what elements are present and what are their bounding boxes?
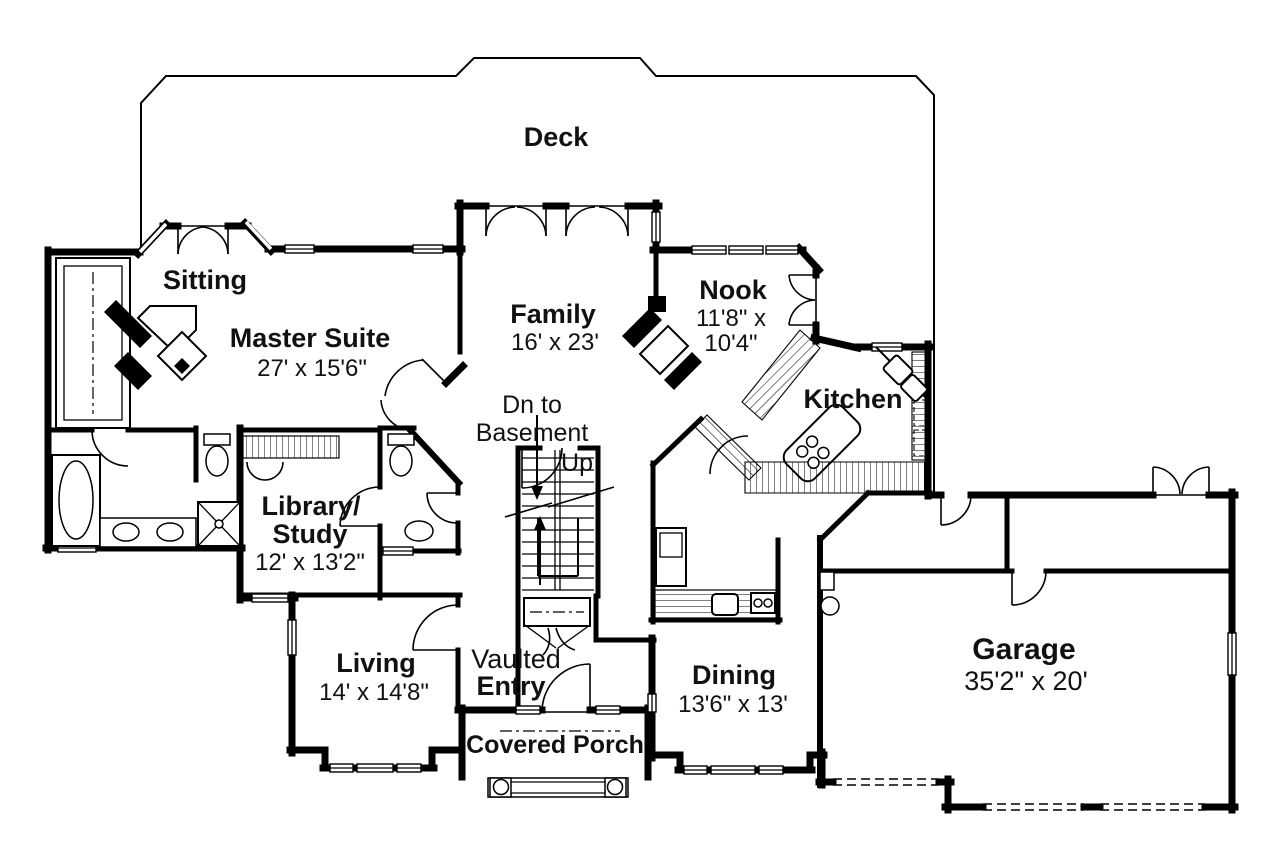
garage-door-3 xyxy=(833,778,939,786)
library-closet xyxy=(242,435,340,481)
laundry-counter xyxy=(654,589,779,619)
master-fireplace xyxy=(104,300,208,390)
interior-walls xyxy=(45,246,1235,788)
corner-sink xyxy=(875,346,929,402)
hall-door xyxy=(940,494,972,526)
family-fireplace xyxy=(622,296,702,390)
pantry-laundry xyxy=(654,414,779,619)
label-library-dims: 12' x 13'2" xyxy=(255,549,365,576)
staircase xyxy=(504,415,615,627)
kitchen-island xyxy=(782,403,862,483)
up-arrow xyxy=(534,516,546,585)
garage-details xyxy=(819,571,840,616)
utility-box xyxy=(819,571,835,591)
refrigerator xyxy=(655,527,687,587)
front-door xyxy=(541,663,591,713)
label-entry2: Entry xyxy=(476,671,545,701)
window-nook-band xyxy=(691,245,799,255)
family-deck-doors xyxy=(485,205,629,237)
window-master-2 xyxy=(412,244,444,254)
down-arrow xyxy=(531,415,543,500)
label-library1: Library/ xyxy=(261,491,361,521)
porch-column-right xyxy=(606,778,624,796)
shower xyxy=(197,501,241,547)
label-sitting: Sitting xyxy=(163,265,247,295)
garage-doors xyxy=(833,778,1205,811)
sidelite-right xyxy=(595,705,621,715)
label-dining: Dining xyxy=(692,660,776,690)
master-entry-doors xyxy=(380,358,447,431)
windows-dining-bay xyxy=(683,765,784,775)
storage-rear-doors xyxy=(1152,466,1210,496)
window-dining-west xyxy=(647,693,657,713)
bathtub xyxy=(51,454,101,547)
label-stairs-dn2: Basement xyxy=(476,419,589,447)
basement-door xyxy=(521,447,563,489)
label-master-dims: 27' x 15'6" xyxy=(257,355,367,382)
pantry-shelves xyxy=(694,414,762,481)
window-living-west xyxy=(287,619,297,656)
label-garage: Garage xyxy=(972,633,1075,666)
kitchen-peninsula xyxy=(741,329,821,421)
doors xyxy=(91,205,1210,713)
entry-arch xyxy=(524,624,591,656)
sidelite-left xyxy=(515,705,541,715)
vanity-counter xyxy=(99,517,197,548)
label-family: Family xyxy=(510,299,596,329)
label-porch: Covered Porch xyxy=(466,731,644,759)
bath-door xyxy=(91,429,129,467)
deck-outline xyxy=(140,57,935,492)
porch-column-left xyxy=(492,778,510,796)
windows-living-bay xyxy=(329,763,422,773)
kitchen-counter-right xyxy=(911,351,929,461)
kitchen-fixtures xyxy=(741,329,929,494)
window-library-south xyxy=(251,593,289,603)
walk-in-closet xyxy=(55,257,131,429)
porch-details xyxy=(487,730,629,798)
living-door xyxy=(412,604,459,651)
sitting-bay-doors xyxy=(177,225,229,255)
label-stairs-up: Up xyxy=(561,449,593,477)
label-nook-dims2: 10'4" xyxy=(704,330,757,357)
label-deck: Deck xyxy=(524,122,590,152)
powder-door xyxy=(426,492,458,524)
cooktop-small xyxy=(750,592,776,614)
garage-storage-door xyxy=(1011,570,1047,606)
room-labels: Deck Sitting Master Suite 27' x 15'6" Fa… xyxy=(163,122,1088,759)
label-entry1: Vaulted xyxy=(471,644,561,674)
window-powder-south xyxy=(382,546,414,556)
window-family-east xyxy=(651,211,661,243)
label-living: Living xyxy=(336,648,416,678)
label-kitchen: Kitchen xyxy=(803,384,902,414)
label-nook-dims1: 11'8" x xyxy=(696,305,766,332)
windows xyxy=(57,211,1237,775)
master-bath xyxy=(51,433,241,548)
kitchen-counter-bottom xyxy=(744,461,929,494)
label-library2: Study xyxy=(272,519,347,549)
powder-toilet xyxy=(387,433,415,477)
label-living-dims: 14' x 14'8" xyxy=(319,679,429,706)
garage-door-2 xyxy=(983,803,1084,811)
label-dining-dims: 13'6" x 13' xyxy=(678,691,788,718)
powder-room xyxy=(387,433,434,542)
label-stairs-dn1: Dn to xyxy=(502,391,562,419)
window-garage-east xyxy=(1227,632,1237,676)
powder-sink xyxy=(404,520,434,542)
window-master-1 xyxy=(284,244,315,254)
water-heater xyxy=(820,596,840,616)
library-door xyxy=(339,486,381,527)
label-nook: Nook xyxy=(699,275,767,305)
label-garage-dims: 35'2" x 20' xyxy=(964,666,1087,696)
garage-door-1 xyxy=(1100,803,1205,811)
toilet xyxy=(203,433,231,477)
label-master: Master Suite xyxy=(230,323,391,353)
label-family-dims: 16' x 23' xyxy=(511,329,599,356)
nook-deck-doors xyxy=(788,274,817,326)
